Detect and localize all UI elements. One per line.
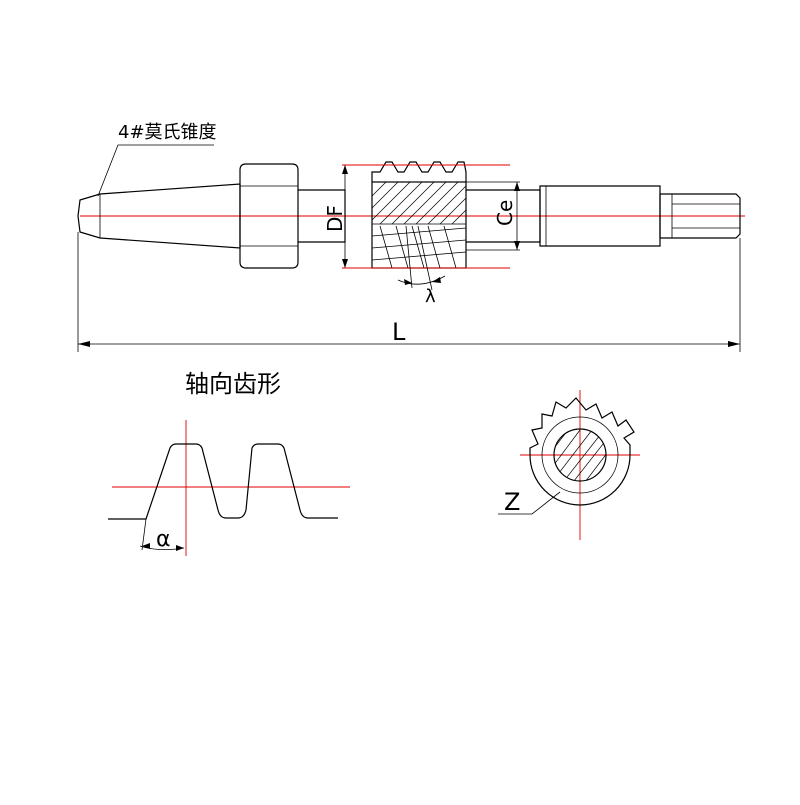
alpha-dimension: α [139, 518, 185, 552]
taper-callout: 4#莫氏锥度 [97, 122, 217, 197]
right-journal [539, 185, 661, 247]
cutter-flutes-lower [372, 225, 466, 268]
end-view-core-hatch [554, 429, 606, 481]
df-label: DF [323, 205, 347, 232]
de-dimension: Ce [466, 181, 520, 251]
end-view-tooth-root [541, 416, 619, 494]
end-pilot [659, 193, 741, 239]
cutter-hatch-upper [372, 182, 466, 225]
z-callout: Z [498, 488, 561, 516]
hob-side-view: DF [77, 122, 745, 352]
length-label: L [392, 318, 406, 346]
profile-title: 轴向齿形 [185, 370, 281, 398]
lambda-dimension: λ [397, 225, 446, 307]
alpha-label: α [156, 527, 171, 552]
axial-tooth-profile: 轴向齿形 α [108, 370, 350, 556]
hob-cutter [342, 161, 510, 269]
profile-outline [108, 443, 338, 520]
z-label: Z [504, 488, 520, 516]
df-dimension: DF [323, 164, 372, 269]
cutter-teeth-top [371, 161, 467, 182]
de-label: Ce [493, 200, 517, 226]
end-view-gear-outline [529, 397, 635, 506]
length-dimension: L [77, 232, 741, 352]
taper-label: 4#莫氏锥度 [118, 122, 217, 143]
collar [239, 163, 299, 269]
hob-end-view: Z [498, 390, 640, 540]
lambda-label: λ [425, 286, 436, 307]
